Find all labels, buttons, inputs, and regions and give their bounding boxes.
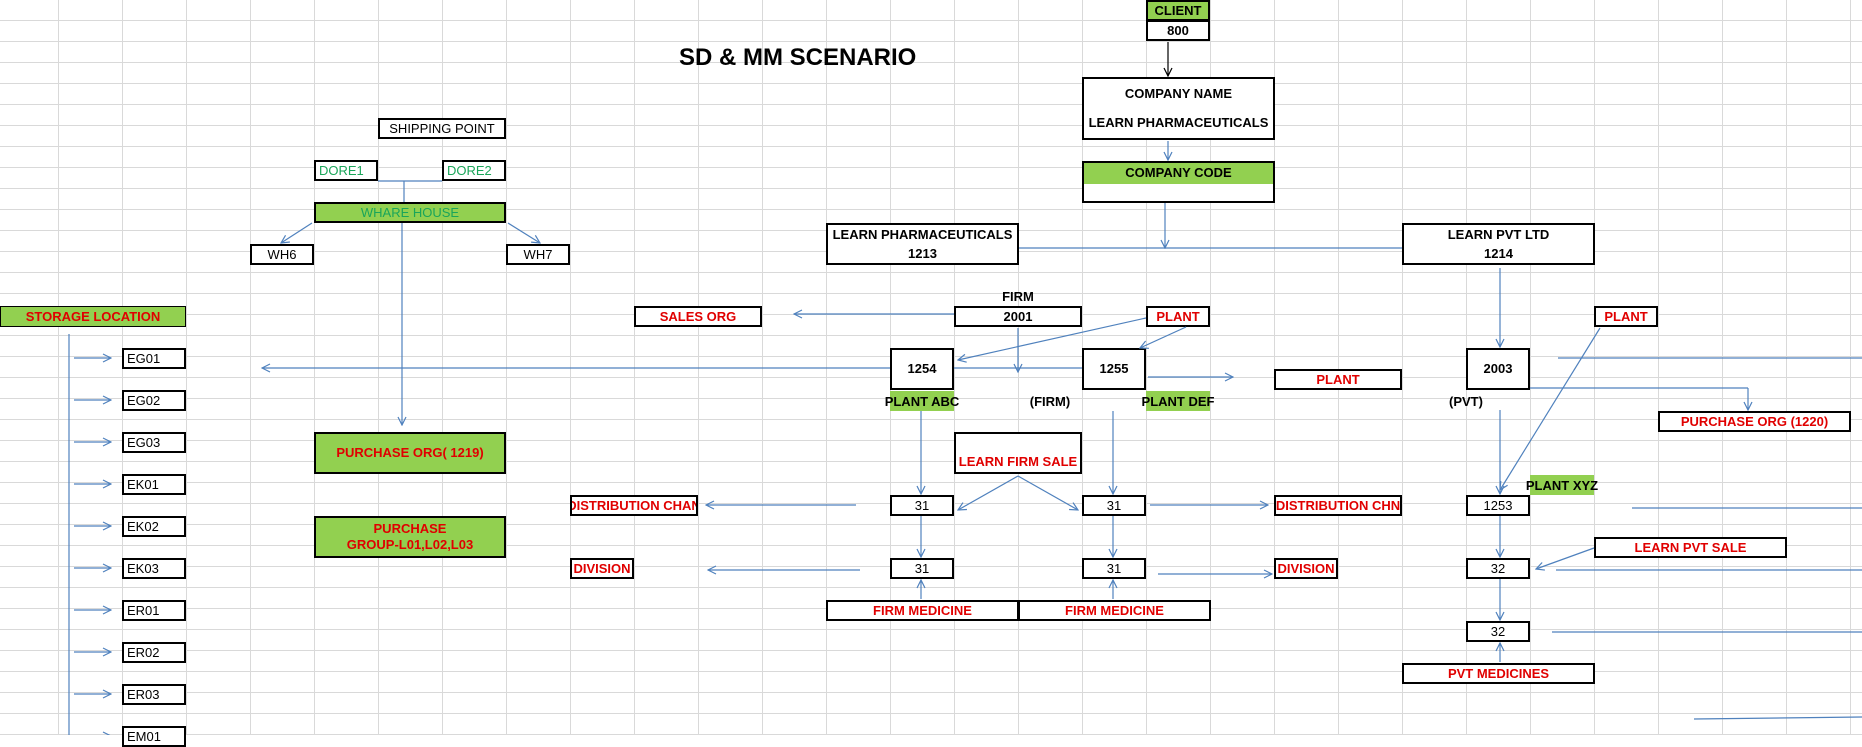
plant-label-right: PLANT [1594, 306, 1658, 327]
company-code-name: LEARN PVT LTD [1447, 226, 1550, 242]
warehouse: WHARE HOUSE [314, 202, 506, 223]
learn-firm-sale: LEARN FIRM SALE [954, 432, 1082, 474]
storage-location: STORAGE LOCATION [0, 306, 186, 327]
plant-def-label: PLANT DEF [1142, 391, 1214, 411]
plant-label-far: PLANT [1274, 369, 1402, 390]
code-31-c: 31 [890, 558, 954, 579]
company-code-name: LEARN PHARMACEUTICALS [832, 226, 1013, 242]
firm-code: 2001 [954, 306, 1082, 327]
storage-item: EG03 [122, 432, 186, 453]
client-label: CLIENT [1146, 0, 1210, 21]
plant-label-mid: PLANT [1146, 306, 1210, 327]
learn-pvt-sale: LEARN PVT SALE [1594, 537, 1787, 558]
storage-item: EG01 [122, 348, 186, 369]
dore1: DORE1 [314, 160, 378, 181]
distribution-chn-right: DISTRIBUTION CHN [1274, 495, 1402, 516]
shipping-point: SHIPPING POINT [378, 118, 506, 139]
code-31-d: 31 [1082, 558, 1146, 579]
purchase-org-1219: PURCHASE ORG( 1219) [314, 432, 506, 474]
plant-xyz-label: PLANT XYZ [1526, 475, 1598, 495]
storage-item: ER03 [122, 684, 186, 705]
storage-item: ER02 [122, 642, 186, 663]
code-32-a: 32 [1466, 558, 1530, 579]
plant-1255: 1255 [1082, 348, 1146, 390]
plant-abc-label: PLANT ABC [885, 391, 959, 411]
wh6: WH6 [250, 244, 314, 265]
pvt-tag: (PVT) [1449, 393, 1483, 409]
learn-firm-sale-label: LEARN FIRM SALE [958, 454, 1078, 470]
wh7: WH7 [506, 244, 570, 265]
plant-2003: 2003 [1466, 348, 1530, 390]
company-code-label: COMPANY CODE [1125, 165, 1232, 180]
plant-1254: 1254 [890, 348, 954, 390]
dore2: DORE2 [442, 160, 506, 181]
code-31-b: 31 [1082, 495, 1146, 516]
company-code-value: 1214 [1484, 245, 1513, 261]
division-right: DIVISION [1274, 558, 1338, 579]
storage-item: EK03 [122, 558, 186, 579]
company-name-label: COMPANY NAME [1124, 85, 1233, 101]
firm-tag: (FIRM) [1029, 393, 1071, 409]
storage-item: EK02 [122, 516, 186, 537]
firm-medicine-b: FIRM MEDICINE [1018, 600, 1211, 621]
company-code-box: COMPANY CODE [1082, 161, 1275, 203]
company-name-value: LEARN PHARMACEUTICALS [1088, 115, 1269, 131]
pvt-medicines: PVT MEDICINES [1402, 663, 1595, 684]
firm-label: FIRM [1002, 288, 1034, 304]
storage-item: EG02 [122, 390, 186, 411]
firm-medicine-a: FIRM MEDICINE [826, 600, 1019, 621]
client-value: 800 [1146, 20, 1210, 41]
storage-item: EM01 [122, 726, 186, 747]
company-code-1213: LEARN PHARMACEUTICALS 1213 [826, 223, 1019, 265]
division-left: DIVISION [570, 558, 634, 579]
code-31-a: 31 [890, 495, 954, 516]
storage-item: ER01 [122, 600, 186, 621]
company-code-1214: LEARN PVT LTD 1214 [1402, 223, 1595, 265]
company-code-value: 1213 [908, 245, 937, 261]
page-title: SD & MM SCENARIO [679, 44, 917, 71]
code-1253: 1253 [1466, 495, 1530, 516]
code-32-b: 32 [1466, 621, 1530, 642]
sales-org: SALES ORG [634, 306, 762, 327]
purchase-org-1220: PURCHASE ORG (1220) [1658, 411, 1851, 432]
storage-item: EK01 [122, 474, 186, 495]
distribution-chan-left: DISTRIBUTION CHAN [570, 495, 698, 516]
purchase-group: PURCHASE GROUP-L01,L02,L03 [314, 516, 506, 558]
company-name-box: COMPANY NAME LEARN PHARMACEUTICALS [1082, 77, 1275, 140]
